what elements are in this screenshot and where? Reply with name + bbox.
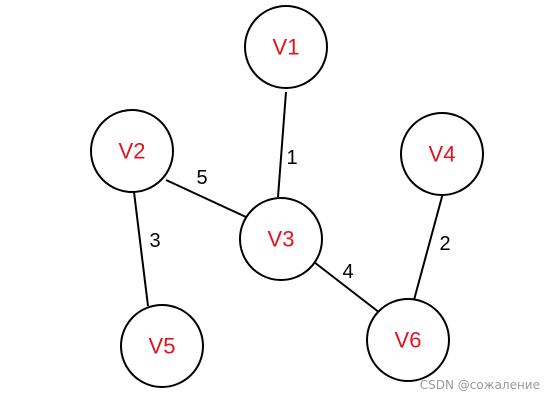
node-v5: V5 [120, 304, 204, 388]
edges-layer [133, 91, 444, 314]
node-label-v5: V5 [149, 334, 176, 359]
edge-v1-v3 [277, 91, 287, 198]
node-circle-v2 [90, 109, 174, 193]
edge-weight-v2-v3: 5 [196, 167, 207, 189]
node-circle-v5 [120, 304, 204, 388]
node-label-v1: V1 [273, 35, 300, 60]
edge-v3-v6 [313, 261, 381, 314]
node-label-v2: V2 [119, 139, 146, 164]
edge-weight-v1-v3: 1 [286, 147, 297, 169]
node-circle-v4 [400, 112, 484, 196]
node-v4: V4 [400, 112, 484, 196]
edge-weight-v2-v5: 3 [149, 230, 160, 252]
edge-weight-v4-v6: 2 [439, 233, 450, 255]
node-circle-v3 [239, 197, 323, 281]
edge-v4-v6 [413, 192, 444, 301]
edge-weight-v3-v6: 4 [342, 261, 353, 283]
node-v3: V3 [239, 197, 323, 281]
edge-v2-v3 [165, 179, 247, 218]
node-v1: V1 [244, 5, 328, 89]
node-v2: V2 [90, 109, 174, 193]
edge-weights-layer: 1 5 3 4 2 [149, 147, 450, 283]
node-circle-v6 [366, 298, 450, 382]
node-label-v4: V4 [429, 142, 456, 167]
node-circle-v1 [244, 5, 328, 89]
node-v6: V6 [366, 298, 450, 382]
watermark: CSDN @сожаление [419, 378, 540, 392]
node-label-v3: V3 [268, 227, 295, 252]
node-label-v6: V6 [395, 328, 422, 353]
edge-v2-v5 [133, 191, 149, 307]
